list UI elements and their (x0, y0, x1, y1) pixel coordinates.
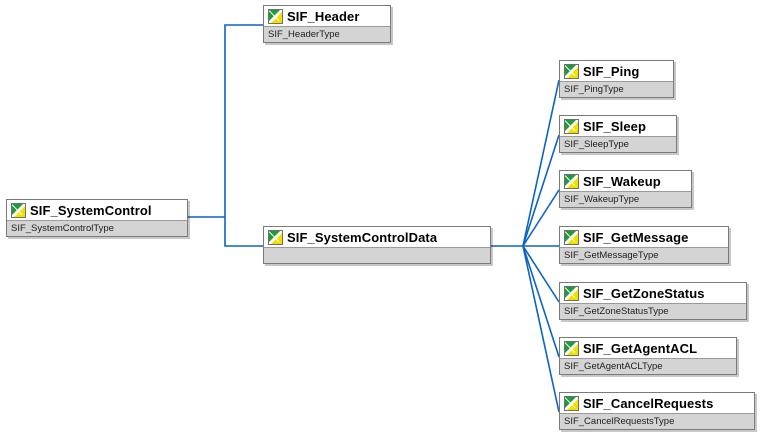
node-type-label: SIF_GetMessageType (564, 250, 659, 261)
node-title: SIF_SystemControl (7, 200, 187, 220)
node-type-band: SIF_HeaderType (264, 26, 390, 42)
node-type-label: SIF_GetAgentACLType (564, 361, 663, 372)
connector-to-getzonestatus (522, 245, 560, 303)
xsd-element-icon (268, 229, 283, 245)
node-name: SIF_Ping (583, 63, 640, 79)
node-title: SIF_GetMessage (560, 227, 728, 247)
connector-to-systemcontroldata (224, 217, 263, 247)
node-title: SIF_GetAgentACL (560, 338, 736, 358)
node-name: SIF_Sleep (583, 118, 647, 134)
node-type-band (264, 247, 490, 263)
xsd-element-icon (564, 173, 579, 189)
node-sif-header[interactable]: SIF_Header SIF_HeaderType (263, 5, 391, 43)
xsd-element-icon (564, 340, 579, 356)
node-sif-getmessage[interactable]: SIF_GetMessage SIF_GetMessageType (559, 226, 729, 264)
node-name: SIF_GetAgentACL (583, 340, 698, 356)
connector-to-wakeup (522, 189, 560, 247)
node-title: SIF_GetZoneStatus (560, 283, 746, 303)
xsd-element-icon (564, 229, 579, 245)
node-type-label: SIF_HeaderType (268, 29, 340, 40)
connector-to-getagentacl (522, 245, 560, 358)
node-title: SIF_Sleep (560, 116, 676, 136)
node-type-band: SIF_SystemControlType (7, 220, 187, 236)
connector-to-cancelrequests (522, 245, 560, 413)
node-name: SIF_CancelRequests (583, 395, 714, 411)
node-type-label: SIF_CancelRequestsType (564, 416, 675, 427)
node-sif-getzonestatus[interactable]: SIF_GetZoneStatus SIF_GetZoneStatusType (559, 282, 747, 320)
node-sif-ping[interactable]: SIF_Ping SIF_PingType (559, 60, 674, 98)
node-type-band: SIF_GetAgentACLType (560, 358, 736, 374)
node-sif-cancelrequests[interactable]: SIF_CancelRequests SIF_CancelRequestsTyp… (559, 392, 755, 430)
node-title: SIF_CancelRequests (560, 393, 754, 413)
node-type-band: SIF_GetMessageType (560, 247, 728, 263)
node-type-band: SIF_CancelRequestsType (560, 413, 754, 429)
connector-to-sleep (522, 134, 560, 247)
node-name: SIF_GetMessage (583, 229, 689, 245)
node-name: SIF_GetZoneStatus (583, 285, 705, 301)
node-type-band: SIF_PingType (560, 81, 673, 97)
node-type-band: SIF_GetZoneStatusType (560, 303, 746, 319)
node-name: SIF_Header (287, 8, 360, 24)
node-type-label: SIF_SleepType (564, 139, 629, 150)
node-name: SIF_Wakeup (583, 173, 661, 189)
node-name: SIF_SystemControlData (287, 229, 438, 245)
connector-to-ping (522, 79, 560, 247)
node-sif-getagentacl[interactable]: SIF_GetAgentACL SIF_GetAgentACLType (559, 337, 737, 375)
node-type-label: SIF_PingType (564, 84, 624, 95)
connector-to-header (224, 24, 263, 217)
node-title: SIF_Wakeup (560, 171, 691, 191)
node-sif-systemcontroldata[interactable]: SIF_SystemControlData (263, 226, 491, 264)
node-sif-sleep[interactable]: SIF_Sleep SIF_SleepType (559, 115, 677, 153)
node-title: SIF_Header (264, 6, 390, 26)
xsd-element-icon (564, 118, 579, 134)
node-sif-wakeup[interactable]: SIF_Wakeup SIF_WakeupType (559, 170, 692, 208)
xsd-element-icon (564, 285, 579, 301)
node-type-band: SIF_SleepType (560, 136, 676, 152)
node-type-label: SIF_SystemControlType (11, 223, 114, 234)
xsd-element-icon (564, 63, 579, 79)
xsd-element-icon (268, 8, 283, 24)
node-type-band: SIF_WakeupType (560, 191, 691, 207)
node-name: SIF_SystemControl (30, 202, 152, 218)
xsd-element-icon (11, 202, 26, 218)
xsd-element-icon (564, 395, 579, 411)
node-type-label: SIF_WakeupType (564, 194, 640, 205)
node-title: SIF_SystemControlData (264, 227, 490, 247)
node-type-label: SIF_GetZoneStatusType (564, 306, 669, 317)
node-sif-systemcontrol[interactable]: SIF_SystemControl SIF_SystemControlType (6, 199, 188, 237)
node-title: SIF_Ping (560, 61, 673, 81)
